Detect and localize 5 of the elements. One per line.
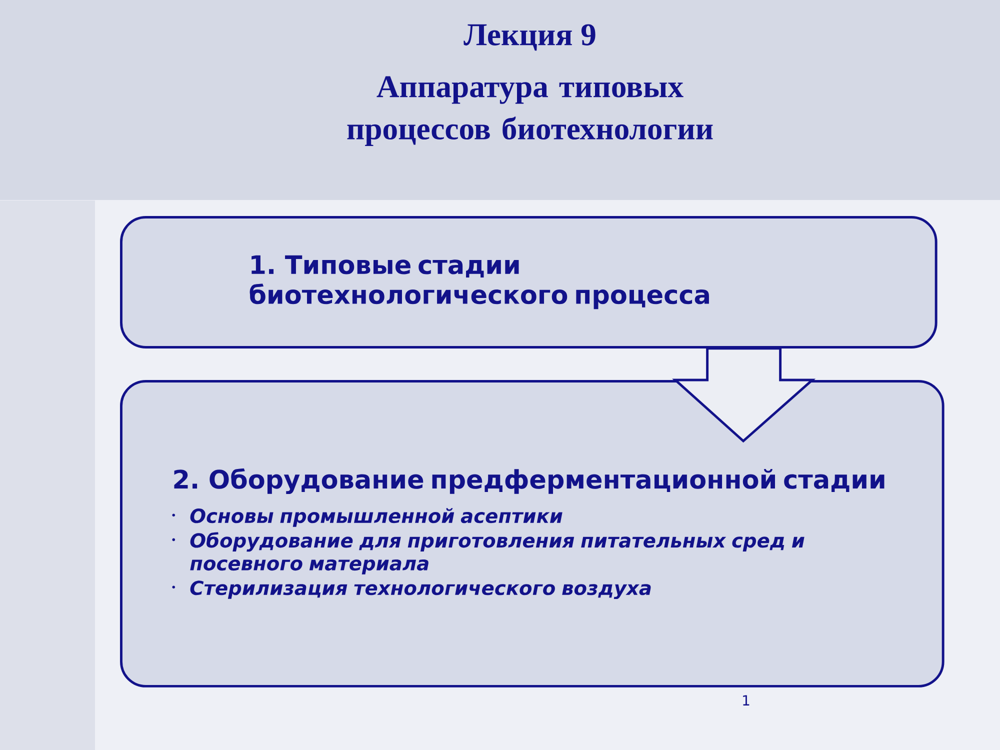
stage-box: 1. Типовые стадии биотехнологического процесса xyxy=(120,216,938,348)
stage-box: 2. Оборудование предферментационной стадии Основы промышленной асептики Оборудование для приготовления питательных сред и посевного материала Стерилизация технологического воздуха xyxy=(120,380,944,688)
subtitle: Аппаратура типовых процессов биотехнологии xyxy=(347,76,713,146)
title: Лекция 9 xyxy=(464,24,596,51)
block-arrow xyxy=(672,347,816,443)
